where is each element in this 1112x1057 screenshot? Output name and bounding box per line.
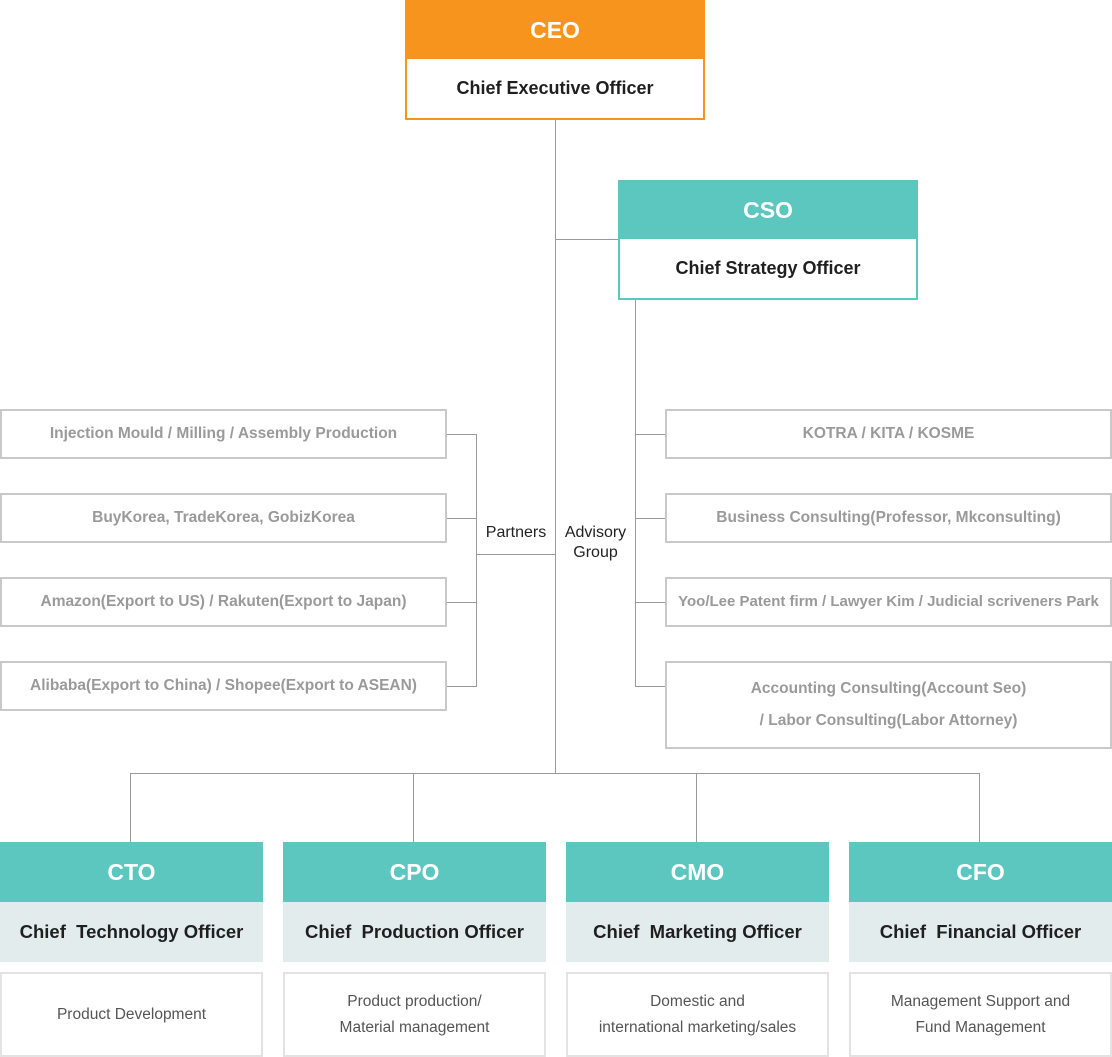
cfo-abbr-box: CFO bbox=[849, 842, 1112, 902]
advisory-spine-line bbox=[635, 300, 636, 686]
ceo-title-box: Chief Executive Officer bbox=[405, 59, 705, 120]
cto-title: Chief Technology Officer bbox=[19, 921, 244, 942]
cpo-desc-line1: Product production/ bbox=[347, 992, 482, 1010]
cso-title: Chief Strategy Officer bbox=[675, 258, 861, 278]
cfo-drop-line bbox=[979, 773, 980, 843]
advisory-box-2: Business Consulting(Professor, Mkconsult… bbox=[665, 493, 1112, 543]
cmo-title: Chief Marketing Officer bbox=[593, 921, 802, 942]
cpo-title-box: Chief Production Officer bbox=[283, 902, 546, 962]
advisory-label-line2: Group bbox=[573, 544, 618, 561]
cpo-abbr-box: CPO bbox=[283, 842, 546, 902]
cto-desc-line1: Product Development bbox=[56, 1005, 207, 1023]
advisory-branch-1 bbox=[635, 434, 665, 435]
advisory-branch-4 bbox=[635, 686, 665, 687]
main-trunk-line bbox=[555, 120, 556, 773]
advisory-group-label: Advisory Group bbox=[558, 523, 633, 563]
partners-label: Partners bbox=[480, 523, 552, 543]
advisory-branch-2 bbox=[635, 518, 665, 519]
advisory-item-4-line1: Accounting Consulting(Account Seo) bbox=[750, 680, 1027, 697]
cmo-desc-line1: Domestic and bbox=[650, 992, 745, 1010]
partners-trunk-link bbox=[476, 554, 555, 555]
partner-item-1: Injection Mould / Milling / Assembly Pro… bbox=[49, 425, 398, 442]
partner-item-4: Alibaba(Export to China) / Shopee(Export… bbox=[30, 677, 417, 694]
partners-branch-3 bbox=[446, 602, 476, 603]
cfo-desc-box: Management Support and Fund Management bbox=[849, 972, 1112, 1057]
cfo-title-box: Chief Financial Officer bbox=[849, 902, 1112, 962]
cpo-desc-line2: Material management bbox=[339, 1018, 490, 1036]
cto-abbr: CTO bbox=[107, 858, 156, 885]
cmo-desc-line2: international marketing/sales bbox=[598, 1018, 797, 1036]
cfo-title: Chief Financial Officer bbox=[879, 921, 1082, 942]
advisory-label-line1: Advisory bbox=[564, 524, 627, 541]
cto-drop-line bbox=[130, 773, 131, 843]
cso-title-box: Chief Strategy Officer bbox=[618, 239, 918, 300]
partners-spine-line bbox=[476, 434, 477, 687]
advisory-item-4-line2: / Labor Consulting(Labor Attorney) bbox=[759, 712, 1018, 729]
cto-abbr-box: CTO bbox=[0, 842, 263, 902]
advisory-item-2: Business Consulting(Professor, Mkconsult… bbox=[716, 509, 1061, 526]
advisory-item-3: Yoo/Lee Patent firm / Lawyer Kim / Judic… bbox=[678, 593, 1099, 610]
advisory-box-1: KOTRA / KITA / KOSME bbox=[665, 409, 1112, 459]
partner-box-3: Amazon(Export to US) / Rakuten(Export to… bbox=[0, 577, 447, 627]
advisory-box-4: Accounting Consulting(Account Seo) / Lab… bbox=[665, 661, 1112, 749]
partner-box-1: Injection Mould / Milling / Assembly Pro… bbox=[0, 409, 447, 459]
cmo-abbr-box: CMO bbox=[566, 842, 829, 902]
cmo-desc-box: Domestic and international marketing/sal… bbox=[566, 972, 829, 1057]
ceo-abbr-box: CEO bbox=[405, 0, 705, 60]
partner-item-3: Amazon(Export to US) / Rakuten(Export to… bbox=[40, 593, 407, 610]
partners-branch-4 bbox=[446, 686, 476, 687]
partner-item-2: BuyKorea, TradeKorea, GobizKorea bbox=[92, 509, 355, 526]
cfo-abbr: CFO bbox=[956, 858, 1005, 885]
ceo-abbr: CEO bbox=[530, 16, 580, 43]
cmo-title-box: Chief Marketing Officer bbox=[566, 902, 829, 962]
advisory-box-3: Yoo/Lee Patent firm / Lawyer Kim / Judic… bbox=[665, 577, 1112, 627]
cso-abbr-box: CSO bbox=[618, 180, 918, 240]
cfo-desc-line1: Management Support and bbox=[890, 992, 1071, 1010]
advisory-item-1: KOTRA / KITA / KOSME bbox=[802, 425, 975, 442]
partners-branch-2 bbox=[446, 518, 476, 519]
cpo-desc-box: Product production/ Material management bbox=[283, 972, 546, 1057]
cto-desc-box: Product Development bbox=[0, 972, 263, 1057]
cso-abbr: CSO bbox=[743, 196, 793, 223]
cfo-desc-line2: Fund Management bbox=[915, 1018, 1046, 1036]
ceo-title: Chief Executive Officer bbox=[456, 78, 654, 98]
cso-branch-line bbox=[555, 239, 618, 240]
cto-title-box: Chief Technology Officer bbox=[0, 902, 263, 962]
partner-box-2: BuyKorea, TradeKorea, GobizKorea bbox=[0, 493, 447, 543]
cpo-drop-line bbox=[413, 773, 414, 843]
cpo-abbr: CPO bbox=[389, 858, 440, 885]
partners-branch-1 bbox=[446, 434, 476, 435]
partner-box-4: Alibaba(Export to China) / Shopee(Export… bbox=[0, 661, 447, 711]
advisory-branch-3 bbox=[635, 602, 665, 603]
officers-bus-line bbox=[130, 773, 980, 774]
cmo-abbr: CMO bbox=[670, 858, 725, 885]
cmo-drop-line bbox=[696, 773, 697, 843]
cpo-title: Chief Production Officer bbox=[305, 921, 524, 942]
